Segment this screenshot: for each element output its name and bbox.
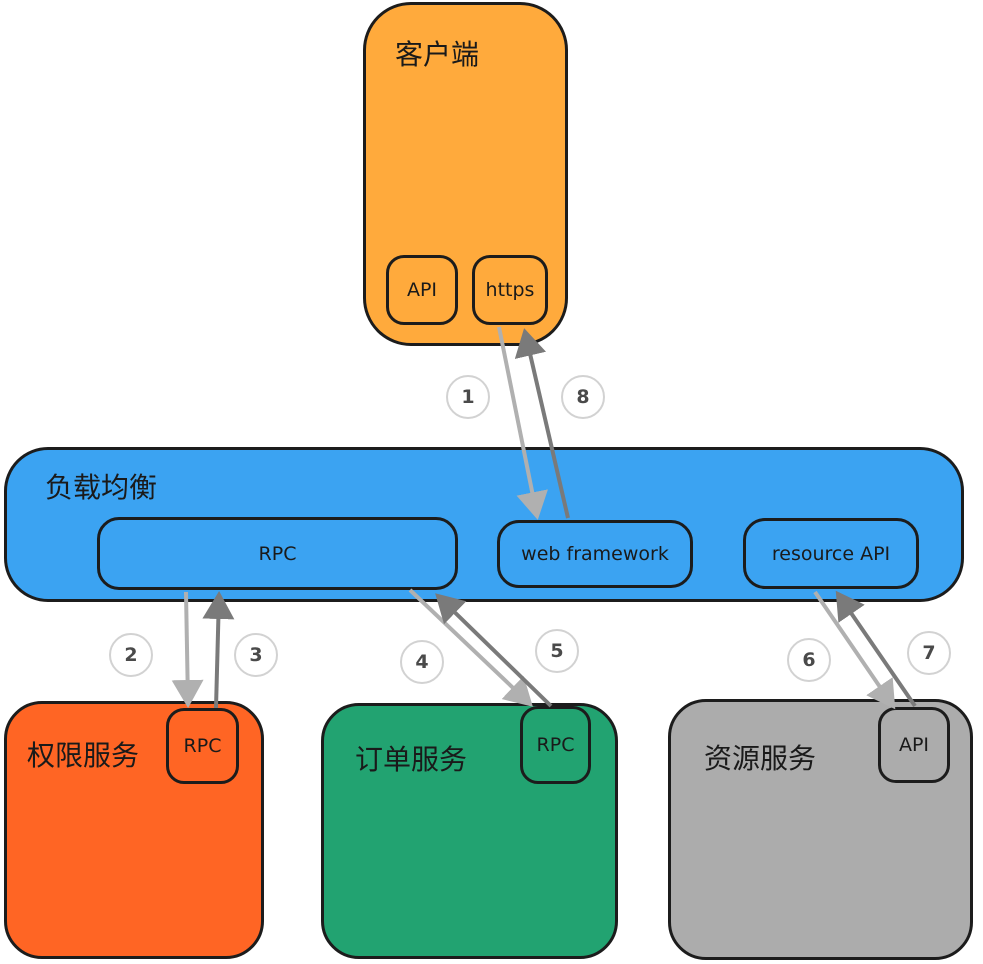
- client-api-endpoint: API: [386, 255, 458, 325]
- arrow-step-3: [202, 591, 235, 709]
- client-title: 客户端: [395, 38, 480, 71]
- arrow-step-2: [171, 591, 204, 708]
- resource-service-title: 资源服务: [704, 742, 817, 775]
- arrow-step-4: [408, 588, 533, 707]
- resource-service-api: API: [878, 707, 950, 783]
- step-marker-1: 1: [446, 375, 490, 419]
- arrow-step-1: [497, 326, 548, 520]
- step-marker-5: 5: [535, 629, 579, 673]
- auth-service-rpc: RPC: [166, 708, 239, 784]
- step-marker-3: 3: [234, 633, 278, 677]
- order-service-rpc: RPC: [520, 706, 591, 784]
- arrow-step-5: [435, 593, 553, 708]
- step-marker-8: 8: [561, 375, 605, 419]
- lb-rpc-module: RPC: [97, 517, 458, 590]
- arrow-step-6: [813, 590, 896, 710]
- client-https-endpoint: https: [472, 255, 548, 325]
- step-marker-2: 2: [109, 633, 153, 677]
- lb-resource-api-module: resource API: [743, 518, 919, 589]
- lb-web-framework-module: web framework: [497, 520, 693, 588]
- step-marker-4: 4: [400, 640, 444, 684]
- arrow-step-8: [514, 328, 570, 519]
- arrow-step-7: [835, 590, 917, 708]
- step-marker-6: 6: [787, 638, 831, 682]
- auth-service-title: 权限服务: [27, 739, 140, 772]
- order-service-title: 订单服务: [355, 743, 468, 776]
- step-marker-7: 7: [907, 631, 951, 675]
- load-balancer-title: 负载均衡: [45, 471, 158, 504]
